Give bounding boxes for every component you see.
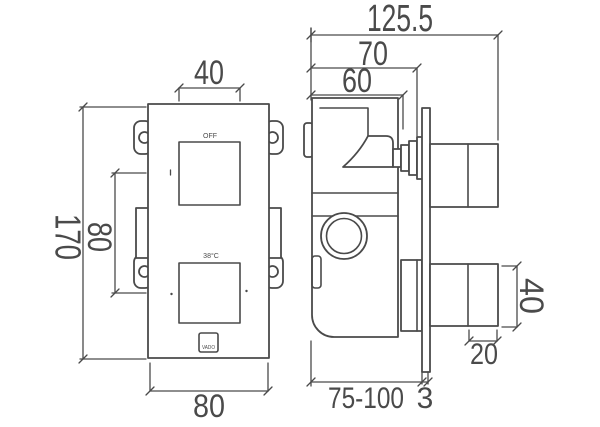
brand-logo-box	[198, 332, 219, 353]
side-view: 125.5 70 60 40	[303, 0, 550, 415]
front-view: OFF 38°C VADO 40 170	[48, 54, 284, 424]
lower-handle-profile	[429, 263, 499, 327]
dim-75-100-and-3: 75-100 3	[306, 340, 434, 415]
off-label: OFF	[203, 133, 217, 140]
dim-70: 70	[306, 27, 422, 137]
dim-70-text: 70	[358, 35, 388, 73]
faceplate	[147, 103, 270, 359]
dim-left-170-text: 170	[48, 214, 89, 260]
lower-indicator-dot-right	[245, 289, 248, 293]
dim-125-5-text: 125.5	[367, 0, 433, 40]
dim-left-80-text: 80	[80, 222, 118, 252]
lower-indicator-dot-left	[170, 292, 173, 296]
brand-logo: VADO	[198, 332, 219, 353]
dim-bottom-80-text: 80	[193, 388, 225, 424]
valve-body-step	[319, 107, 369, 137]
dim-right-40: 40	[501, 261, 550, 332]
inlet-tab-lower	[311, 255, 322, 289]
upper-handle-profile	[429, 143, 499, 208]
lower-control-square	[178, 262, 241, 324]
dim-top-40: 40	[174, 54, 245, 102]
dim-20-text: 20	[470, 338, 498, 371]
brand-logo-text: VADO	[202, 345, 215, 351]
temperature-label: 38°C	[203, 252, 219, 260]
dim-top-40-text: 40	[194, 54, 224, 92]
upper-control-square	[178, 141, 241, 206]
dim-60-text: 60	[342, 62, 372, 100]
outlet-port-inner	[325, 217, 363, 255]
dim-20: 20	[464, 329, 502, 371]
dim-60: 60	[306, 62, 408, 130]
dim-right-40-text: 40	[512, 278, 550, 314]
dim-75-100-text: 75-100	[328, 382, 404, 415]
dim-bottom-80: 80	[145, 362, 273, 424]
dim-3-text: 3	[417, 382, 434, 415]
outlet-port-outer	[320, 212, 368, 260]
dim-left-170: 170	[48, 102, 147, 364]
lower-spindle	[400, 259, 423, 332]
wall-plate-profile	[421, 107, 431, 373]
dim-left-80: 80	[80, 168, 147, 298]
